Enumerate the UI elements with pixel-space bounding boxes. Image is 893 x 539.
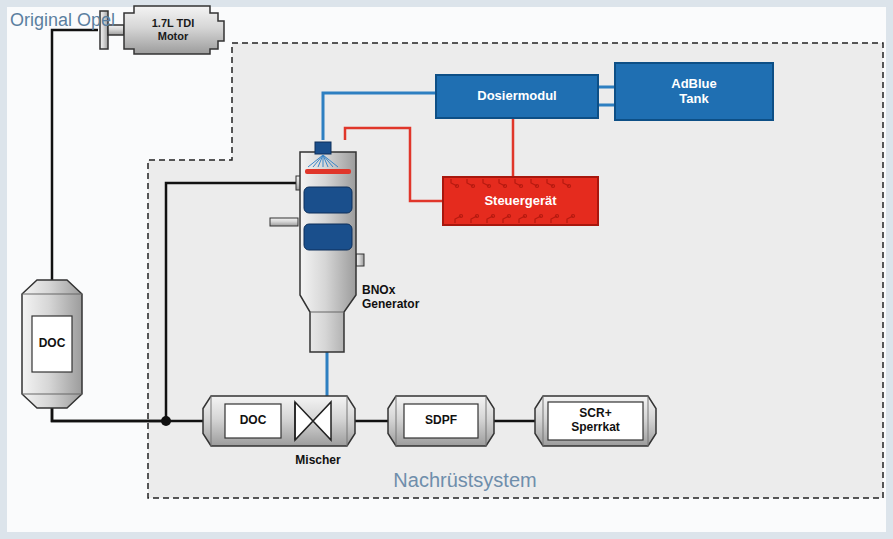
- catalyst-housing: DOCMischer: [203, 396, 355, 446]
- node-label: SCR+ Sperrkat: [548, 402, 643, 440]
- panel: [7, 7, 886, 532]
- part-label: Mischer: [289, 452, 347, 470]
- filter-housing: SDPF: [388, 396, 494, 446]
- node-label: Dosiermodul: [436, 75, 598, 118]
- node-label: DOC: [32, 316, 72, 372]
- pipe-connector: [598, 104, 615, 107]
- node-label: 1.7L TDI Motor: [128, 6, 218, 54]
- engine-block: 1.7L TDI Motor: [98, 3, 226, 57]
- region-label: Original Opel: [10, 10, 115, 31]
- catalyst-block: [304, 187, 352, 213]
- pipe-connector: [52, 30, 98, 280]
- node-label: DOC: [225, 404, 281, 438]
- catalyst-block: [304, 224, 352, 250]
- node-label: Nachrüstsystem: [380, 467, 550, 493]
- bnox-generator: BNOx Generator: [296, 140, 436, 352]
- pipe-connector: [326, 352, 329, 396]
- dashed-boundary: [148, 43, 883, 498]
- node-label: Steuergerät: [443, 177, 598, 225]
- engine-body: [124, 6, 224, 54]
- pipe-connector: [598, 86, 615, 89]
- dosing-nozzle: [315, 142, 331, 154]
- node-label: BNOx Generator: [362, 280, 436, 316]
- catalyst-canister: DOC: [22, 280, 82, 408]
- node-label: AdBlue Tank: [615, 63, 773, 120]
- control-unit: Steuergerät: [443, 177, 598, 225]
- generator-column: [300, 152, 356, 352]
- process-box: AdBlue Tank: [615, 63, 773, 120]
- catalyst-housing-outline: [203, 396, 355, 446]
- pipe-connector: [512, 118, 515, 177]
- catalyst-housing: SCR+ Sperrkat: [535, 396, 656, 446]
- pipe-connector: [355, 420, 388, 423]
- mixer-symbol: [295, 402, 331, 440]
- node-label: SDPF: [404, 404, 478, 438]
- process-box: Dosiermodul: [436, 75, 598, 118]
- heating-element: [305, 169, 351, 174]
- retrofit-region: BNOx Generator Dosiermodul AdBlue TankSteu…: [148, 43, 883, 498]
- bnox-generator-outline: [296, 140, 436, 352]
- pipe-connector: [494, 420, 535, 423]
